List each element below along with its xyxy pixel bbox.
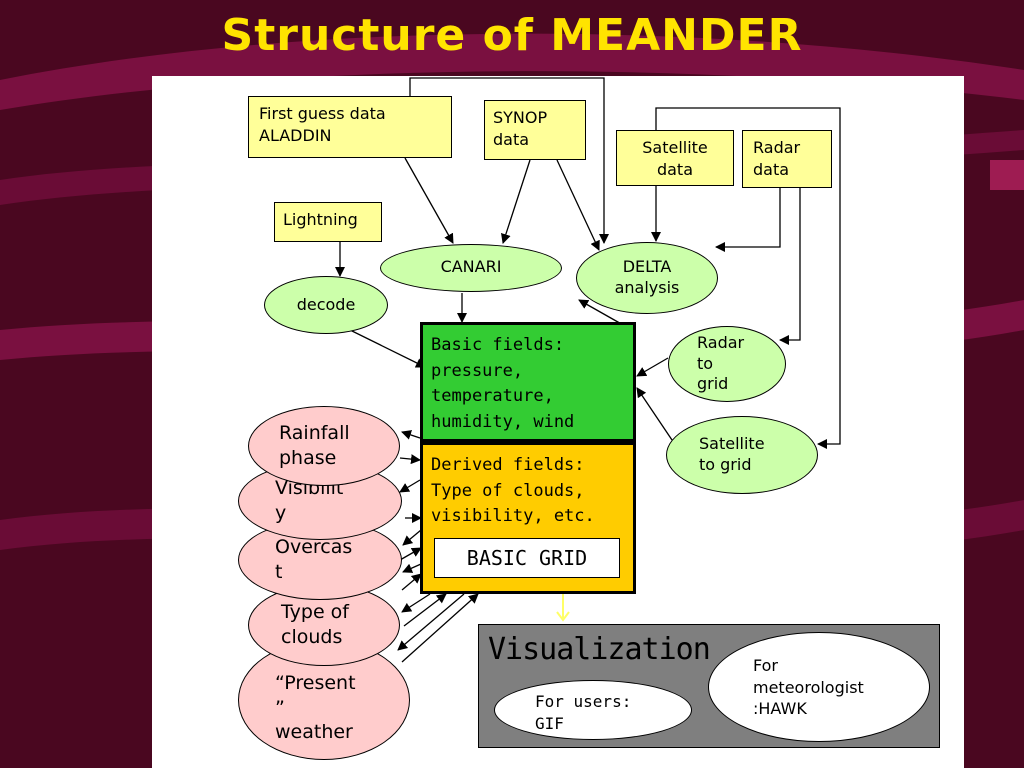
derived-line2: Type of clouds, (431, 480, 585, 501)
delta-line2: analysis (614, 278, 680, 297)
rainfall-line1: Rainfall (279, 422, 350, 445)
radar-line1: Radar (753, 138, 801, 157)
overcast-line2: t (275, 561, 283, 583)
synop-line2: data (493, 129, 530, 149)
radar-grid-line1: Radar (697, 332, 745, 352)
radar-grid-line3: grid (697, 374, 729, 394)
meteo-line3: :HAWK (753, 699, 807, 719)
sat-grid-line2: to grid (699, 455, 752, 474)
radar-data-box: Radar data (742, 130, 832, 188)
present-line3: weather (275, 721, 353, 744)
delta-line1: DELTA (622, 257, 672, 277)
clouds-line1: Type of (281, 601, 349, 624)
users-line1: For users: (535, 692, 632, 711)
visualization-title: Visualization (488, 632, 711, 667)
decode-process: decode (264, 276, 388, 334)
present-line2: ” (275, 696, 285, 719)
first-guess-data-box: First guess data ALADDIN (248, 96, 452, 158)
satellite-line2: data (656, 159, 694, 179)
overcast-line1: Overcas (275, 536, 353, 559)
synop-data-box: SYNOP data (484, 100, 586, 160)
basic-line4: humidity, wind (431, 411, 575, 432)
rainfall-phase-output: Rainfall phase (248, 406, 400, 486)
for-users-gif: For users: GIF (494, 680, 692, 740)
basic-grid-label: BASIC GRID (434, 538, 620, 578)
canari-label: CANARI (440, 257, 502, 276)
radar-grid-line2: to (697, 353, 714, 373)
satellite-to-grid-process: Satellite to grid (666, 416, 818, 494)
satellite-line1: Satellite (642, 138, 708, 157)
delta-analysis-process: DELTA analysis (576, 242, 718, 314)
clouds-line2: clouds (281, 626, 343, 648)
first-guess-line1: First guess data (259, 104, 386, 123)
satellite-data-box: Satellite data (616, 130, 734, 186)
decode-label: decode (296, 294, 356, 314)
radar-line2: data (753, 159, 790, 179)
derived-line1: Derived fields: (431, 455, 585, 475)
canari-process: CANARI (380, 244, 562, 292)
present-line1: “Present (275, 672, 356, 694)
radar-to-grid-process: Radar to grid (668, 326, 786, 402)
users-line2: GIF (535, 713, 564, 733)
basic-line1: Basic fields: (431, 335, 565, 355)
page-title: Structure of MEANDER (221, 10, 803, 61)
rainfall-line2: phase (279, 447, 337, 469)
for-meteorologist-hawk: For meteorologist :HAWK (708, 632, 930, 742)
basic-line2: pressure, (431, 360, 524, 381)
lightning-box: Lightning (274, 202, 382, 242)
visibility-line2: y (275, 502, 287, 524)
meteo-line2: meteorologist (753, 677, 864, 697)
sat-grid-line1: Satellite (699, 434, 765, 454)
basic-line3: temperature, (431, 386, 554, 406)
synop-line1: SYNOP (493, 108, 548, 127)
lightning-label: Lightning (283, 210, 358, 229)
derived-line3: visibility, etc. (431, 506, 595, 526)
basic-fields-box: Basic fields: pressure, temperature, hum… (420, 322, 636, 442)
meteo-line1: For (753, 656, 778, 675)
first-guess-line2: ALADDIN (259, 125, 332, 145)
